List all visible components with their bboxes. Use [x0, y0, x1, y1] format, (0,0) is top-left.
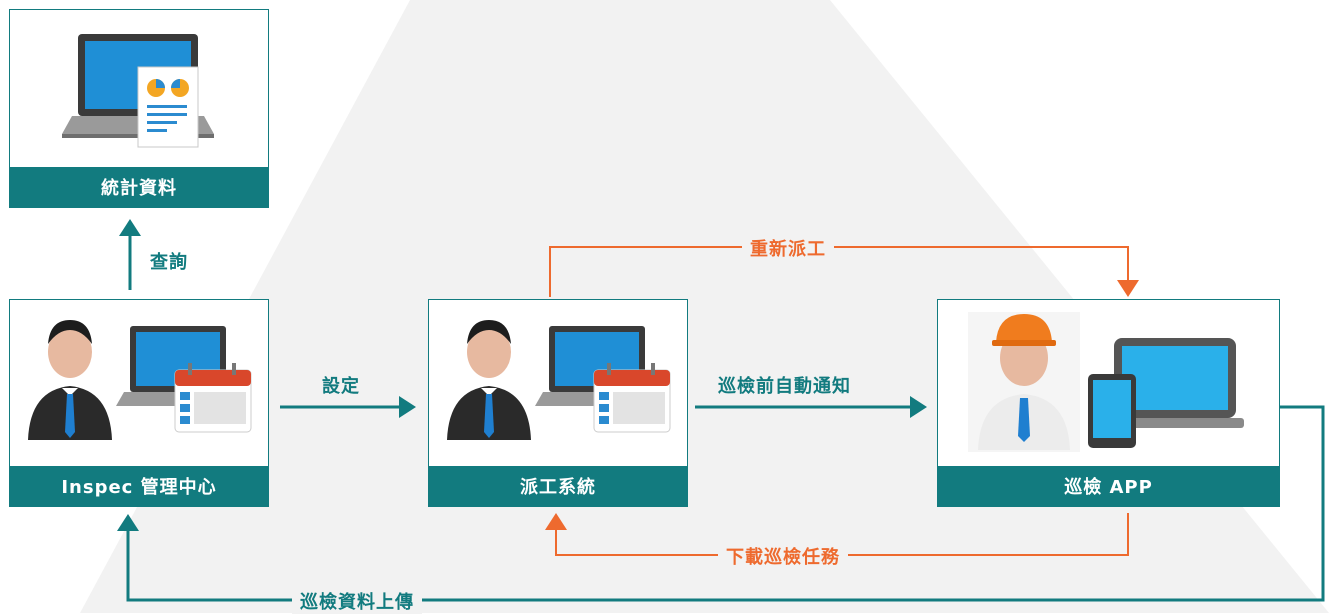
edge-label-download: 下載巡檢任務 [718, 543, 848, 569]
dispatch-illustration [429, 300, 687, 466]
edge-label-redispatch: 重新派工 [742, 235, 834, 261]
manager-laptop-calendar-icon [28, 320, 252, 440]
laptop-report-icon [62, 34, 214, 148]
edge-label-query: 查詢 [150, 252, 188, 273]
arrowhead-redispatch [1117, 280, 1139, 297]
edge-label-set: 設定 [322, 376, 360, 397]
edge-label-notify: 巡檢前自動通知 [718, 376, 851, 397]
node-stats-label: 統計資料 [10, 167, 268, 207]
arrow-upload [126, 405, 1325, 602]
arrowhead-query [119, 219, 141, 236]
stats-illustration [10, 10, 268, 167]
node-stats: 統計資料 [9, 9, 269, 208]
node-dispatch-label: 派工系統 [429, 466, 687, 506]
edge-label-upload: 巡檢資料上傳 [292, 588, 422, 614]
node-admin: Inspec 管理中心 [9, 299, 269, 507]
arrow-redispatch [549, 246, 1129, 297]
admin-illustration [10, 300, 268, 466]
node-app: 巡檢 APP [937, 299, 1280, 507]
arrowhead-download [545, 513, 567, 530]
node-app-label: 巡檢 APP [938, 466, 1279, 506]
arrowhead-upload [117, 514, 139, 531]
app-illustration [938, 300, 1279, 466]
node-dispatch: 派工系統 [428, 299, 688, 507]
inspector-devices-icon [968, 312, 1244, 452]
arrowhead-set [399, 396, 416, 418]
dispatcher-laptop-calendar-icon [447, 320, 671, 440]
arrowhead-notify [910, 396, 927, 418]
node-admin-label: Inspec 管理中心 [10, 466, 268, 506]
